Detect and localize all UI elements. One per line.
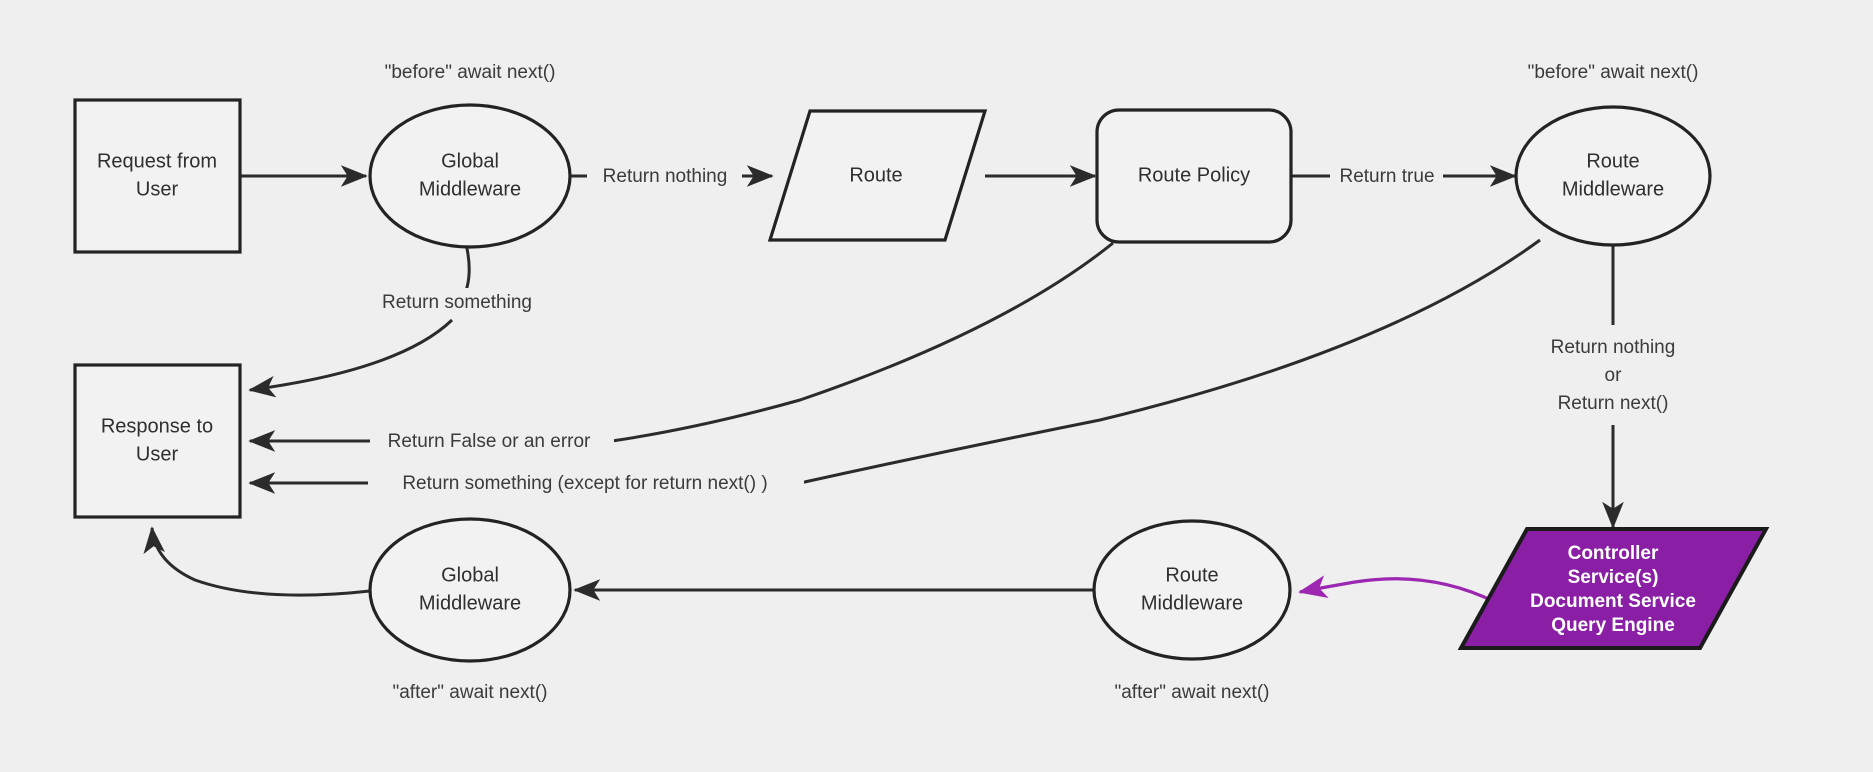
route-label: Route	[849, 164, 902, 186]
edge-label-return-true: Return true	[1331, 162, 1443, 190]
edge-label-return-nothing: Return nothing	[588, 162, 742, 190]
request-from-user-label-line1: Request from	[97, 150, 217, 172]
route-middleware-before-shape	[1514, 105, 1712, 247]
edge-label-return-something: Return something	[362, 288, 540, 316]
edge-controller-to-route-middleware-after	[1298, 575, 1496, 604]
edge-route-middleware-to-response-curve	[799, 238, 1541, 485]
return-true-text: Return true	[1339, 166, 1434, 187]
annotation-after-route-middleware: "after" await next()	[1115, 682, 1270, 703]
response-to-user-label-line2: User	[136, 443, 179, 465]
edge-route-policy-to-response-curve	[611, 241, 1114, 443]
controller-label-line4: Query Engine	[1551, 615, 1675, 636]
return-something-text: Return something	[382, 292, 532, 313]
return-false-or-error-text: Return False or an error	[388, 431, 591, 452]
node-response-to-user[interactable]: Response to User	[73, 363, 242, 519]
global-middleware-before-label-line1: Global	[441, 150, 499, 172]
annotation-after-global-middleware: "after" await next()	[393, 682, 548, 703]
route-policy-label: Route Policy	[1138, 164, 1250, 186]
return-something-except-next-text: Return something (except for return next…	[402, 473, 767, 494]
response-to-user-shape	[73, 363, 242, 519]
controller-label-line1: Controller	[1568, 543, 1659, 564]
route-middleware-after-label-line2: Middleware	[1141, 592, 1243, 614]
return-nothing-text: Return nothing	[603, 166, 728, 187]
edge-label-return-something-except-next: Return something (except for return next…	[368, 469, 804, 497]
global-middleware-before-label-line2: Middleware	[419, 178, 521, 200]
request-from-user-shape	[73, 98, 242, 254]
node-request-from-user[interactable]: Request from User	[73, 98, 242, 254]
route-middleware-before-label-line1: Route	[1586, 150, 1639, 172]
response-to-user-label-line1: Response to	[101, 415, 213, 437]
route-middleware-after-label-line1: Route	[1165, 564, 1218, 586]
edge-global-middleware-after-to-response	[143, 526, 371, 597]
node-route-middleware-before[interactable]: Route Middleware	[1514, 105, 1712, 247]
return-nothing-or-next-line2: or	[1605, 365, 1623, 386]
edge-global-middleware-to-response	[248, 318, 454, 398]
annotation-before-global-middleware: "before" await next()	[385, 62, 556, 83]
node-controller-services[interactable]: Controller Service(s) Document Service Q…	[1457, 527, 1770, 650]
annotation-before-route-middleware: "before" await next()	[1528, 62, 1699, 83]
node-route-policy[interactable]: Route Policy	[1095, 108, 1293, 244]
global-middleware-after-shape	[368, 517, 572, 663]
route-policy-shape	[1095, 108, 1293, 244]
route-middleware-before-label-line2: Middleware	[1562, 178, 1664, 200]
edge-label-return-nothing-or-next: Return nothing or Return next()	[1528, 330, 1700, 422]
return-nothing-or-next-line3: Return next()	[1558, 393, 1669, 414]
return-nothing-or-next-line1: Return nothing	[1551, 337, 1676, 358]
node-route-middleware-after[interactable]: Route Middleware	[1092, 519, 1292, 661]
global-middleware-after-label-line2: Middleware	[419, 592, 521, 614]
request-from-user-label-line2: User	[136, 178, 179, 200]
node-global-middleware-before[interactable]: Global Middleware	[368, 103, 572, 249]
controller-services-shape	[1457, 527, 1770, 650]
global-middleware-before-shape	[368, 103, 572, 249]
route-shape	[767, 109, 988, 242]
controller-label-line2: Service(s)	[1568, 567, 1659, 588]
node-route[interactable]: Route	[767, 109, 988, 242]
route-middleware-after-shape	[1092, 519, 1292, 661]
global-middleware-after-label-line1: Global	[441, 564, 499, 586]
node-global-middleware-after[interactable]: Global Middleware	[368, 517, 572, 663]
controller-label-line3: Document Service	[1530, 591, 1696, 612]
edge-label-return-false-or-error: Return False or an error	[370, 427, 614, 455]
